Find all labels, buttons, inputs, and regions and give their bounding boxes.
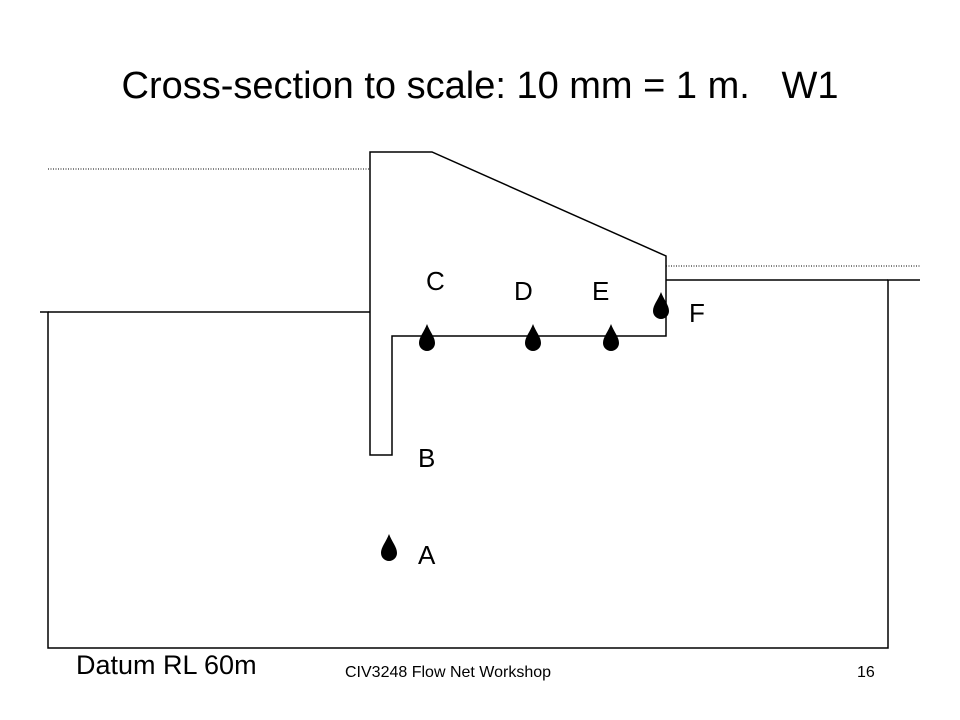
point-label-e: E [592, 276, 610, 306]
point-label-d: D [514, 276, 533, 306]
page-number: 16 [857, 664, 875, 681]
measurement-point-marker-icon [525, 324, 541, 351]
point-label-c: C [426, 266, 445, 296]
point-label-f: F [689, 298, 705, 328]
measurement-point-marker-icon [419, 324, 435, 351]
measurement-point-marker-icon [381, 534, 397, 561]
measurement-point-marker-icon [653, 292, 669, 319]
point-label-b: B [418, 443, 436, 473]
soil-boundary [40, 279, 920, 649]
footer-text: CIV3248 Flow Net Workshop [345, 664, 552, 681]
slide-title: Cross-section to scale: 10 mm = 1 m. W1 [121, 65, 839, 107]
datum-label: Datum RL 60m [76, 650, 257, 680]
measurement-point-marker-icon [603, 324, 619, 351]
point-label-a: A [418, 540, 436, 570]
